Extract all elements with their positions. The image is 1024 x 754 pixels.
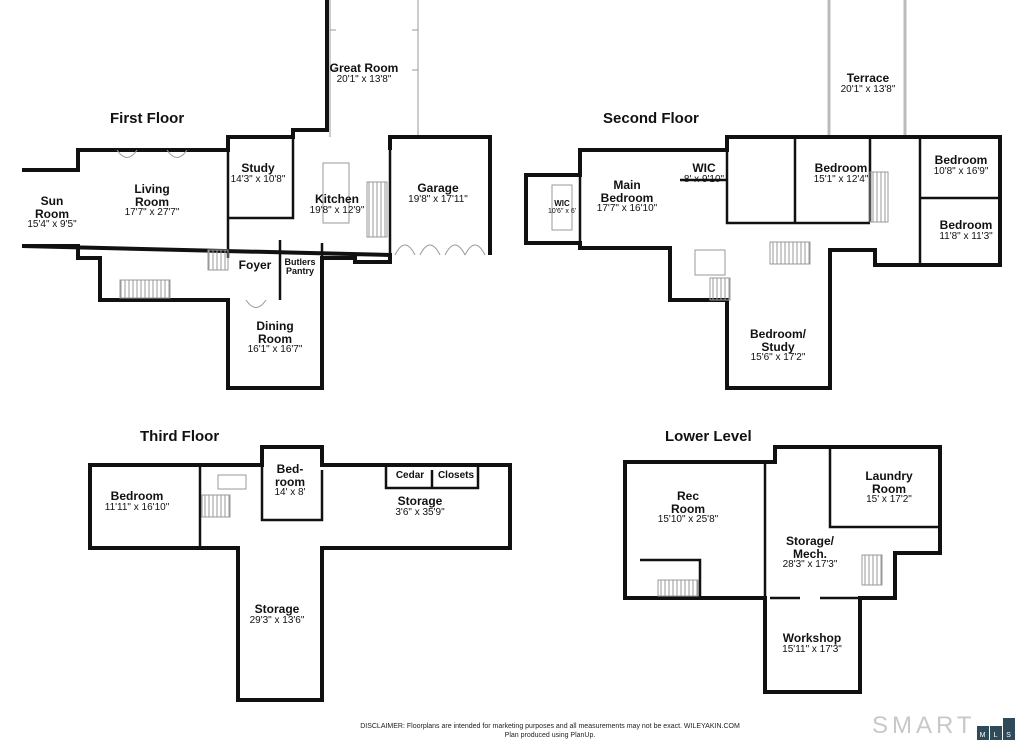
first-floor-plan: [21, 0, 492, 390]
second-floor-plan: [524, 0, 1002, 390]
floor-title-third: Third Floor: [140, 428, 220, 445]
room-closets: Closets: [437, 470, 475, 481]
room-foyer: Foyer: [238, 258, 272, 272]
third-floor-plan: [88, 445, 512, 702]
disclaimer: DISCLAIMER: Floorplans are intended for …: [300, 722, 800, 740]
room-cedar: Cedar: [395, 470, 425, 481]
room-storage-mech: Storage/ Mech.28'3" x 17'3": [782, 534, 838, 571]
room-butlers-pantry: Butlers Pantry: [284, 257, 316, 277]
plan-credit: Plan produced using PlanUp.: [504, 732, 596, 740]
floor-title-lower: Lower Level: [665, 428, 752, 445]
floor-title-second: Second Floor: [603, 110, 699, 127]
floor-title-first: First Floor: [110, 110, 185, 127]
disclaimer-text: DISCLAIMER: Floorplans are intended for …: [360, 723, 740, 730]
lower-level-plan: [623, 445, 942, 694]
